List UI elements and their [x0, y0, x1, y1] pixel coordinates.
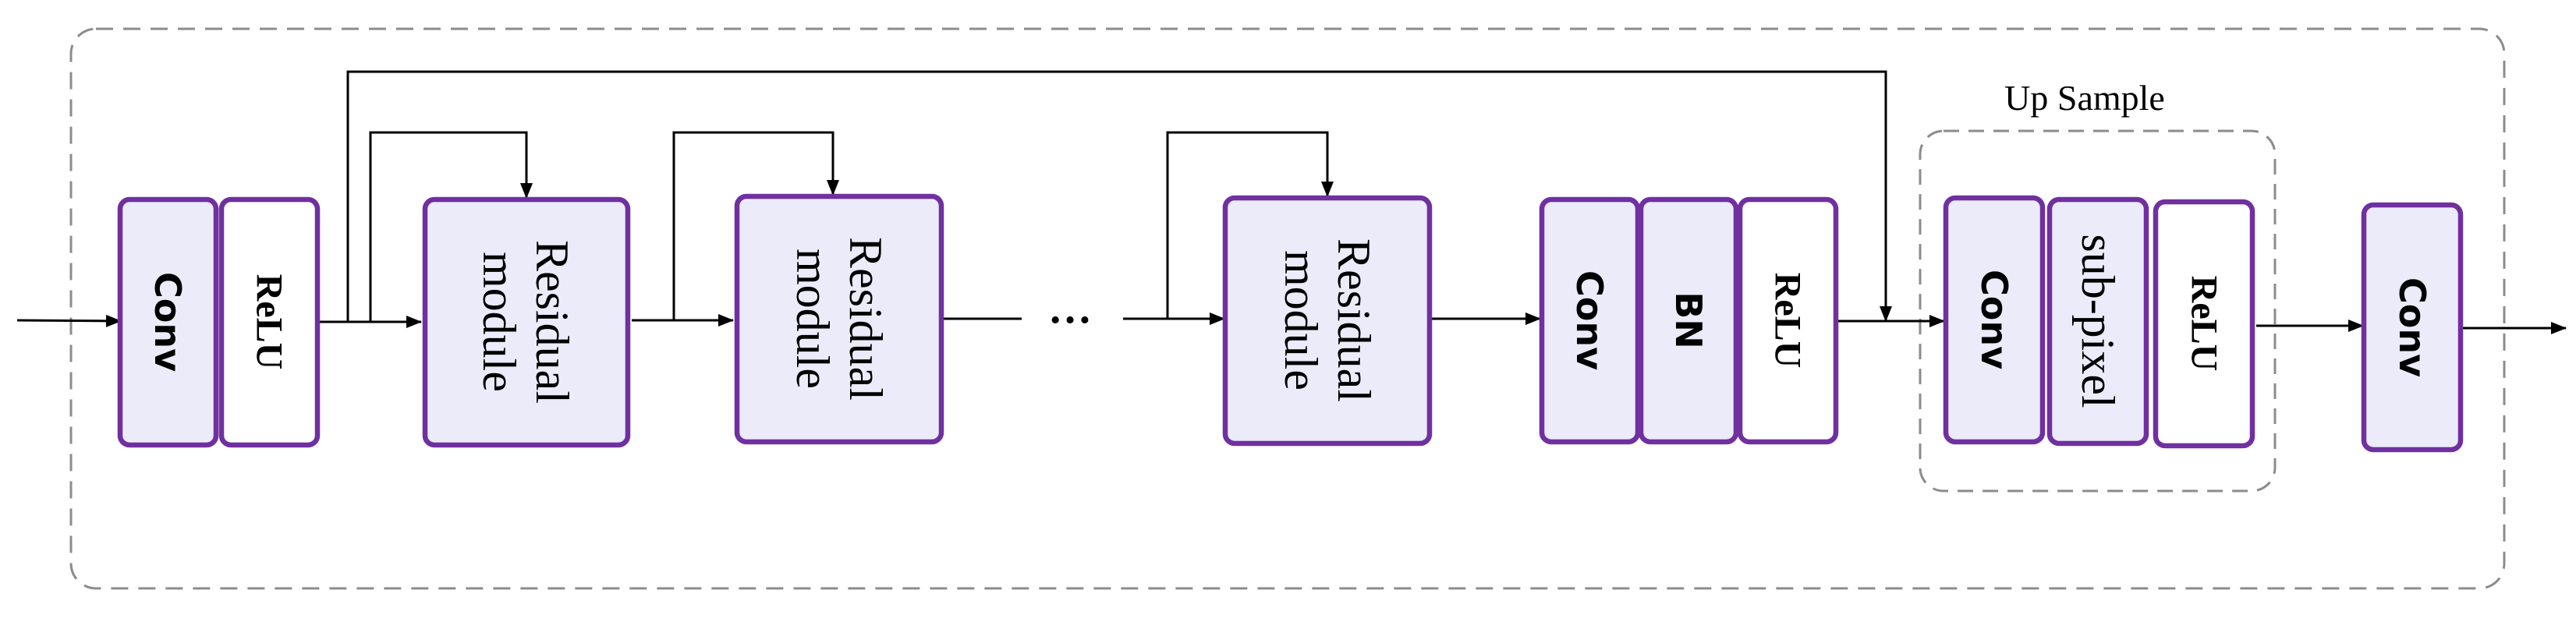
residual-module-1-line2: module — [473, 252, 525, 392]
conv-block-3-label: Conv — [1973, 270, 2015, 369]
residual-module-3-line2: module — [1275, 250, 1327, 390]
conv-block-4: Conv — [2361, 202, 2464, 453]
residual-module-3: Residual module — [1222, 195, 1433, 447]
conv-block-2: Conv — [1539, 196, 1641, 445]
upsample-group — [1919, 129, 2277, 493]
residual-module-2-line2: module — [787, 249, 838, 389]
ellipsis: … — [1048, 284, 1092, 333]
residual-module-2: Residual module — [734, 193, 944, 445]
relu-block-1: ReLU — [218, 196, 321, 448]
residual-module-1: Residual module — [422, 196, 631, 448]
relu-block-2: ReLU — [1737, 196, 1839, 445]
subpixel-block: sub-pixel — [2046, 196, 2149, 447]
relu-block-2-label: ReLU — [1767, 273, 1809, 369]
bn-block: BN — [1638, 196, 1739, 445]
subpixel-block-label: sub-pixel — [2072, 234, 2124, 408]
conv-block-4-label: Conv — [2391, 277, 2433, 377]
residual-module-3-line1: Residual — [1328, 238, 1380, 402]
residual-module-2-line1: Residual — [840, 237, 891, 401]
conv-block-1-label: Conv — [147, 272, 189, 372]
conv-block-2-label: Conv — [1568, 270, 1610, 370]
upsample-caption: Up Sample — [2004, 78, 2165, 118]
relu-block-1-label: ReLU — [249, 274, 290, 370]
relu-block-3-label: ReLU — [2184, 276, 2225, 372]
conv-block-1: Conv — [117, 196, 219, 448]
conv-block-3: Conv — [1943, 195, 2046, 445]
outer-frame — [69, 27, 2506, 590]
wires — [16, 70, 2567, 334]
relu-block-3: ReLU — [2153, 199, 2255, 449]
bn-block-label: BN — [1667, 291, 1710, 349]
residual-module-1-line1: Residual — [526, 240, 578, 404]
